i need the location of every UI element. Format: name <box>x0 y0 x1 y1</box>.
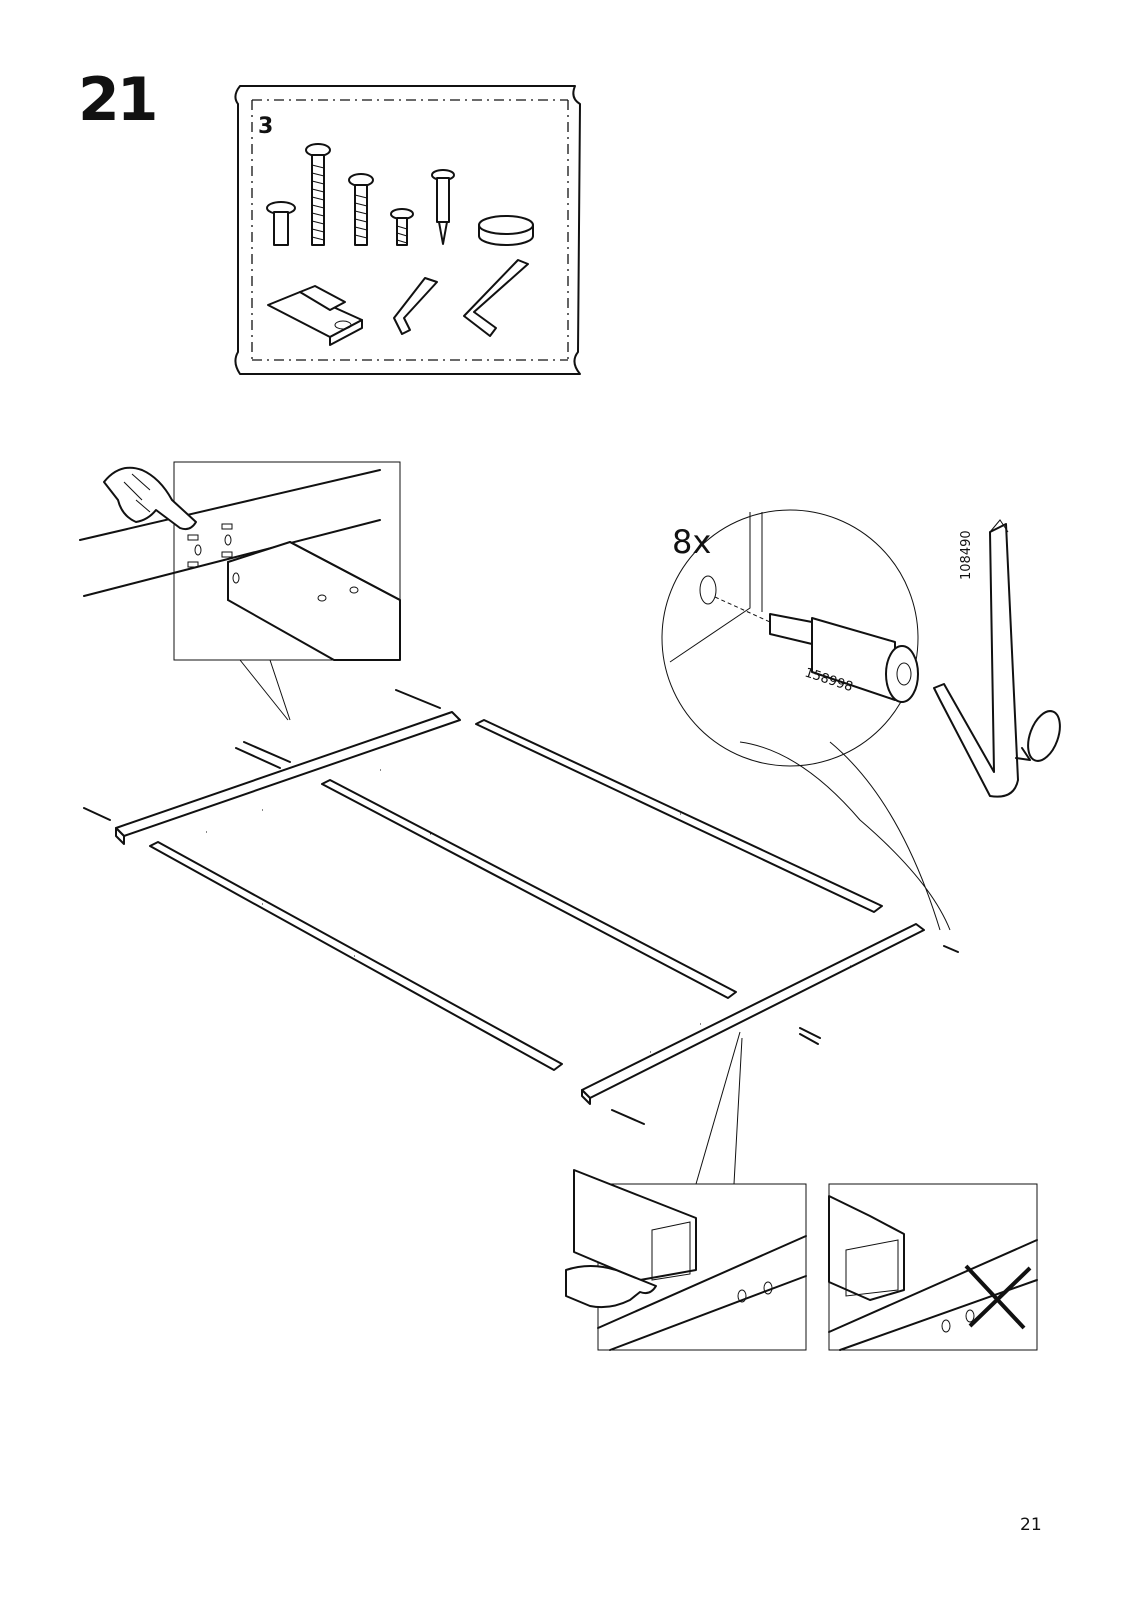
allen-key-icon <box>934 520 1018 797</box>
cover-cap-icon <box>479 216 533 245</box>
bag-number: 3 <box>258 114 273 139</box>
incorrect-assembly-detail <box>829 1184 1037 1350</box>
hand-icon <box>104 468 196 529</box>
rotate-clockwise-icon <box>1016 707 1066 765</box>
small-bolt-icon <box>391 209 413 245</box>
screws <box>84 690 958 1124</box>
dowel-detail: 8x 158998 <box>662 510 950 930</box>
long-bolt-icon <box>306 144 330 245</box>
quantity-label: 8x <box>672 523 711 561</box>
parts-bag: 3 <box>235 86 580 374</box>
page-number: 21 <box>1020 1515 1042 1535</box>
bracket-icon <box>268 286 362 345</box>
large-allen-key-icon <box>464 260 528 336</box>
correct-assembly-detail <box>566 1170 806 1350</box>
key-part-number: 108490 <box>959 530 974 580</box>
medium-bolt-icon <box>349 174 373 245</box>
short-bolt-icon <box>267 202 295 245</box>
bed-frame <box>116 712 924 1104</box>
cross-icon <box>966 1266 1030 1328</box>
hand-press-detail <box>80 462 400 720</box>
dowel-screw-icon <box>432 170 454 244</box>
small-allen-key-icon <box>394 278 437 334</box>
